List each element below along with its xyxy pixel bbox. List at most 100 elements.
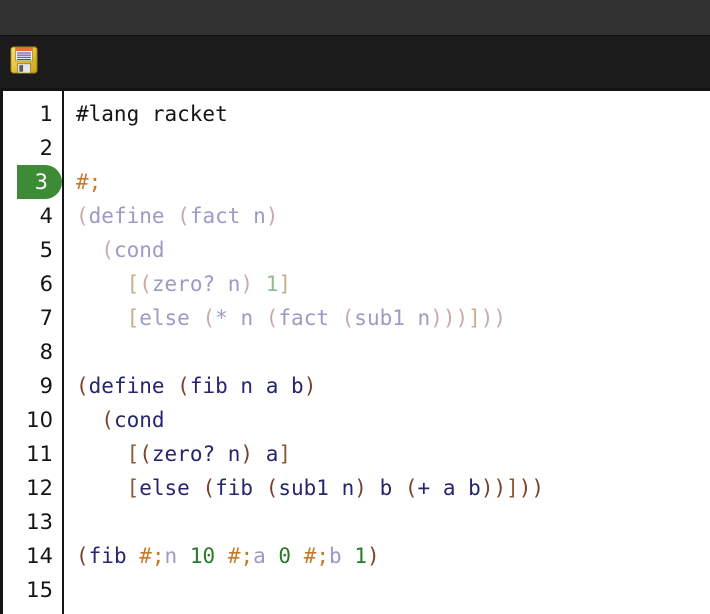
code-token: #; — [139, 544, 165, 568]
code-token: ( — [202, 306, 216, 330]
code-token: n — [253, 204, 266, 228]
code-token: #lang racket — [76, 102, 228, 126]
title-bar — [0, 0, 710, 35]
code-token: ) — [240, 442, 254, 466]
code-line[interactable]: (define (fact n) — [76, 199, 710, 233]
code-token: fib — [215, 476, 254, 500]
code-line[interactable]: (define (fib n a b) — [76, 369, 710, 403]
code-token — [190, 476, 203, 500]
code-token: ( — [101, 238, 114, 262]
code-token: #; — [76, 170, 102, 194]
line-number[interactable]: 2 — [39, 136, 53, 160]
code-token — [215, 272, 228, 296]
code-token: cond — [113, 238, 165, 262]
code-line[interactable] — [76, 335, 710, 369]
code-line[interactable]: [else (fib (sub1 n) b (+ a b))])) — [76, 471, 710, 505]
code-token: )) — [518, 476, 545, 500]
code-token — [215, 442, 228, 466]
code-token: #; — [303, 544, 330, 568]
code-token: n — [227, 442, 241, 466]
code-token: ( — [101, 408, 114, 432]
code-token: fib — [88, 544, 127, 568]
code-token — [329, 306, 342, 330]
code-token: else — [139, 306, 190, 330]
code-token — [253, 442, 266, 466]
code-token: ( — [139, 272, 152, 296]
floppy-disk-save-icon — [9, 45, 39, 79]
code-token: n — [164, 544, 178, 568]
line-number[interactable]: 7 — [39, 306, 53, 330]
code-line[interactable] — [76, 505, 710, 539]
code-token: * — [215, 306, 228, 330]
code-token: ( — [177, 204, 190, 228]
code-token — [165, 374, 178, 398]
code-token: ) — [354, 476, 367, 500]
code-line[interactable]: (cond — [76, 233, 710, 267]
code-token: ( — [177, 374, 190, 398]
code-line[interactable] — [76, 573, 710, 607]
code-token — [190, 306, 203, 330]
code-token — [228, 306, 241, 330]
code-token — [76, 238, 101, 262]
code-line[interactable] — [76, 131, 710, 165]
code-line[interactable]: (fib #;n 10 #;a 0 #;b 1) — [76, 539, 710, 573]
code-token: sub1 — [278, 476, 329, 500]
code-token — [342, 544, 355, 568]
code-token: a — [265, 442, 279, 466]
code-token: a — [253, 544, 266, 568]
code-token — [430, 476, 443, 500]
code-token — [278, 374, 291, 398]
code-token: ] — [278, 272, 292, 296]
code-token — [253, 476, 266, 500]
code-token — [76, 272, 127, 296]
code-token: ] — [278, 442, 292, 466]
toolbar — [0, 35, 710, 88]
code-line[interactable]: [(zero? n) a] — [76, 437, 710, 471]
code-line[interactable]: (cond — [76, 403, 710, 437]
line-number[interactable]: 5 — [39, 238, 53, 262]
code-token: b — [468, 476, 481, 500]
code-token — [127, 544, 140, 568]
line-number[interactable]: 6 — [39, 272, 53, 296]
line-number[interactable]: 13 — [26, 510, 53, 534]
code-token: ( — [265, 306, 279, 330]
line-number[interactable]: 9 — [39, 374, 53, 398]
code-token — [228, 374, 241, 398]
code-token: ( — [139, 442, 152, 466]
code-area[interactable]: #lang racket #;(define (fact n) (cond [(… — [64, 91, 710, 614]
code-line[interactable]: #; — [76, 165, 710, 199]
code-token: fib — [189, 374, 228, 398]
code-line[interactable]: [(zero? n) 1] — [76, 267, 710, 301]
code-token — [253, 272, 266, 296]
code-token: n — [240, 374, 254, 398]
code-token: fact — [278, 306, 329, 330]
code-line[interactable]: [else (* n (fact (sub1 n)))])) — [76, 301, 710, 335]
code-token: ) — [367, 544, 380, 568]
code-token: n — [240, 306, 254, 330]
code-token: ] — [468, 306, 481, 330]
line-number[interactable]: 8 — [39, 340, 53, 364]
code-line[interactable]: #lang racket — [76, 97, 710, 131]
code-token: define — [88, 204, 165, 228]
code-token — [165, 204, 178, 228]
line-number[interactable]: 10 — [26, 408, 53, 432]
code-token: ) — [303, 374, 317, 398]
save-button[interactable] — [7, 45, 41, 79]
code-token: ( — [202, 476, 216, 500]
line-number-current[interactable]: 3 — [17, 165, 62, 199]
code-token: 1 — [354, 544, 367, 568]
line-number[interactable]: 1 — [39, 102, 53, 126]
line-number[interactable]: 15 — [26, 578, 53, 602]
code-token: else — [139, 476, 190, 500]
code-token: ] — [506, 476, 519, 500]
code-token — [367, 476, 380, 500]
code-token — [392, 476, 405, 500]
line-number[interactable]: 11 — [26, 442, 53, 466]
line-number[interactable]: 12 — [26, 476, 53, 500]
line-number[interactable]: 4 — [39, 204, 53, 228]
code-token: ( — [341, 306, 355, 330]
line-number[interactable]: 14 — [26, 544, 53, 568]
